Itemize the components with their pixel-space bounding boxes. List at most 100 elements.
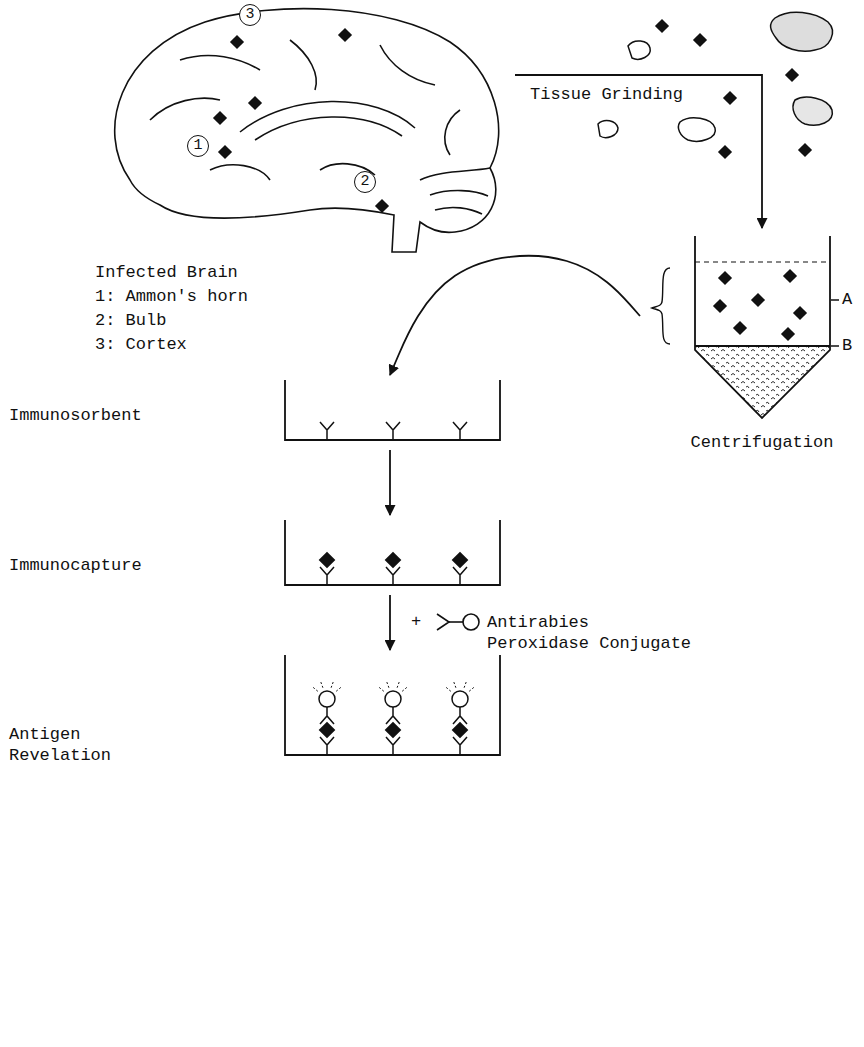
antigen-diamond [375, 199, 389, 213]
plus-sign: + [411, 611, 421, 632]
tissue-fragments [598, 12, 832, 141]
edge-label: Tissue Grinding [528, 84, 685, 105]
layer-letter: A [842, 289, 852, 310]
brain-fold [150, 98, 220, 120]
antigen-diamond [781, 327, 795, 341]
node-label: 1: Ammon's horn [95, 286, 248, 307]
centrifuge-tube: Centrifugation [640, 228, 852, 468]
antigen-diamond [751, 293, 765, 307]
antigen-diamond [723, 91, 737, 105]
capture-antibody [453, 737, 467, 755]
signal-ray [312, 686, 318, 691]
tissue-fragment [678, 118, 715, 142]
leader-line [831, 299, 839, 301]
node-label: Antigen Revelation [9, 724, 127, 766]
antibody-stem [449, 621, 463, 623]
antigen-diamond [218, 145, 232, 159]
callout-number: 3 [239, 4, 261, 26]
signal-ray [320, 680, 323, 688]
supernatant-bracket [652, 268, 670, 344]
capture-antibody [320, 422, 334, 440]
antigen-diamond [655, 19, 669, 33]
signal-ray [469, 686, 475, 691]
tissue-fragment [628, 41, 650, 59]
antigen-diamond [338, 28, 352, 42]
well-outline [285, 520, 500, 585]
antigen-diamond [693, 33, 707, 47]
conjugate-antibody [386, 707, 400, 724]
well-step: Immunocapture [5, 515, 505, 595]
signal-ray [336, 686, 342, 691]
flow-arrow [515, 75, 762, 228]
brain-fold [290, 40, 316, 90]
conjugate-antibody [453, 707, 467, 724]
antigen-diamond [793, 306, 807, 320]
node-label: Immunosorbent [9, 405, 142, 426]
antigen-diamond [386, 723, 400, 737]
capture-antibody [386, 567, 400, 585]
peroxidase-circle [463, 614, 479, 630]
brain-fold [430, 191, 488, 196]
antigen-diamond [230, 35, 244, 49]
brain-fold [210, 165, 270, 180]
antigen-diamond [213, 111, 227, 125]
brain-fold [435, 207, 482, 214]
peroxidase-circle [452, 691, 468, 707]
reagent-label: Antirabies Peroxidase Conjugate [487, 612, 697, 654]
brain-fold [420, 168, 490, 180]
callout-number: 1 [187, 135, 209, 157]
peroxidase-circle [385, 691, 401, 707]
flow-arrow [390, 256, 640, 375]
capture-antibody [386, 737, 400, 755]
capture-antibody [453, 567, 467, 585]
signal-ray [445, 686, 451, 691]
centrifuge-tube-shape [640, 228, 852, 468]
well-outline [285, 380, 500, 440]
brain-illustration: Infected Brain 1: Ammon's horn 2: Bulb 3: C… [90, 0, 515, 359]
signal-ray [331, 680, 334, 688]
tissue-fragment [771, 12, 833, 51]
brain-outline [115, 9, 499, 252]
microplate-well [285, 380, 500, 440]
antigen-diamond [718, 271, 732, 285]
node-label: 3: Cortex [95, 334, 187, 355]
brain-fold [180, 55, 260, 70]
antigen-diamond [785, 68, 799, 82]
tissue-fragment [598, 121, 618, 138]
signal-ray [402, 686, 408, 691]
capture-antibody [320, 737, 334, 755]
well-step: Antigen Revelation [5, 650, 505, 770]
signal-ray [386, 680, 389, 688]
flow-arrow [389, 450, 391, 515]
node-label: 2: Bulb [95, 310, 166, 331]
antigen-diamond [453, 553, 467, 567]
antigen-diamond [783, 269, 797, 283]
conjugate-antibody [320, 707, 334, 724]
antigen-diamond [320, 553, 334, 567]
brain-fold [255, 117, 402, 140]
brain-fold [380, 45, 435, 85]
well-step-shape [5, 515, 505, 595]
antigen-diamond [453, 723, 467, 737]
tube-outline [695, 236, 830, 418]
node-label: Infected Brain [95, 262, 238, 283]
conjugate-symbol [437, 614, 479, 630]
microplate-well [285, 655, 500, 755]
pellet-boundary [695, 345, 830, 347]
well-outline [285, 655, 500, 755]
capture-antibody [453, 422, 467, 440]
antigen-diamond [718, 145, 732, 159]
antigen-diamond [248, 96, 262, 110]
antigen-diamond [713, 299, 727, 313]
leader-lines [831, 300, 839, 346]
liquid-level [695, 261, 830, 262]
microplate-well [285, 520, 500, 585]
antigen-diamond [320, 723, 334, 737]
leader-line [831, 345, 839, 347]
signal-ray [464, 680, 467, 688]
brain-fold [445, 110, 460, 155]
signal-ray [378, 686, 384, 691]
tissue-fragment [793, 97, 832, 125]
antigen-diamond [733, 321, 747, 335]
antigen-particles [213, 28, 389, 213]
